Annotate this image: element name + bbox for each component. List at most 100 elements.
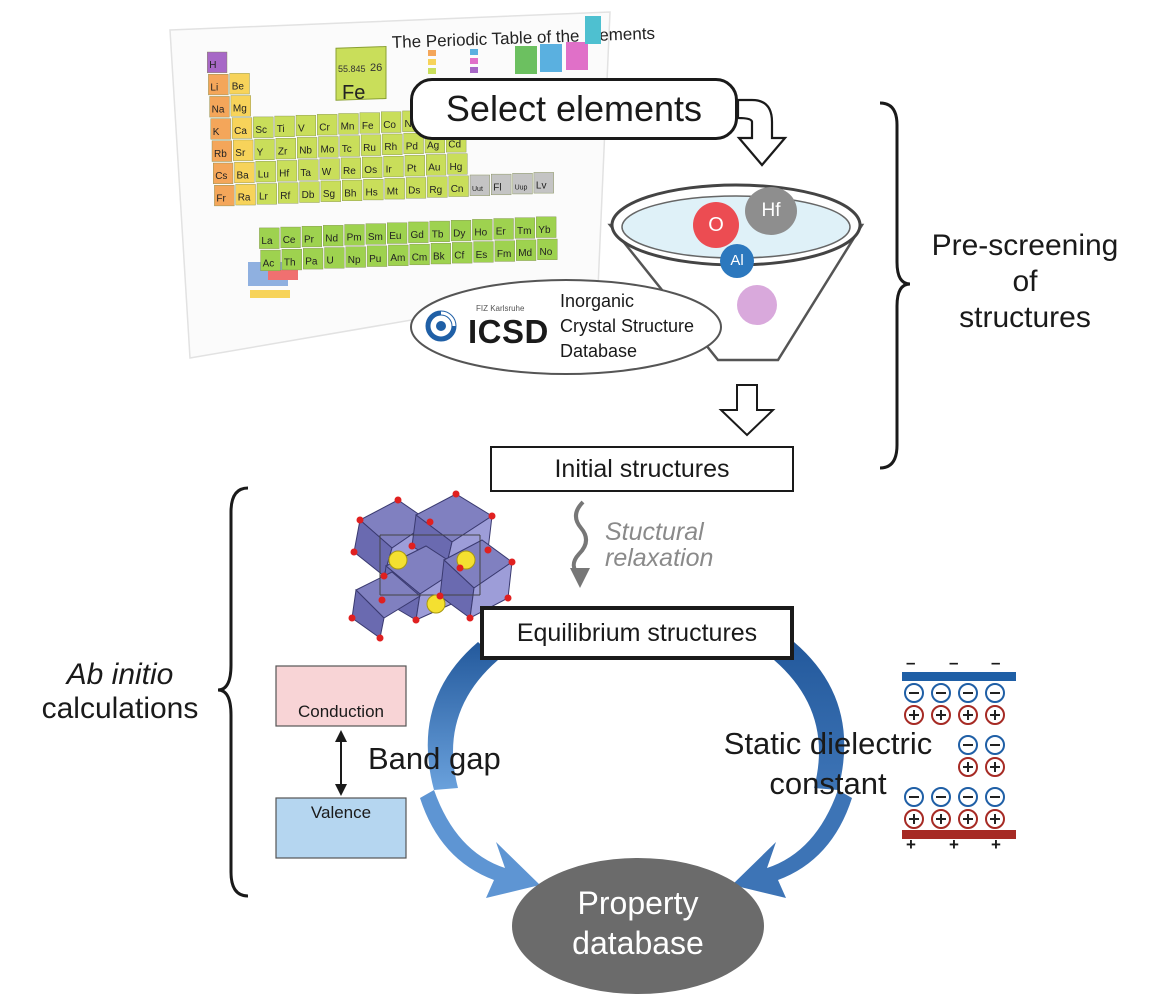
element-symbol: Re bbox=[343, 166, 356, 177]
equilibrium-structures-box: Equilibrium structures bbox=[480, 606, 794, 660]
element-cell-au: Au bbox=[426, 154, 447, 176]
icsd-line3: Database bbox=[560, 341, 638, 361]
dipole-grid bbox=[904, 683, 1005, 829]
element-cell-sg: Sg bbox=[320, 180, 341, 202]
element-symbol: Pa bbox=[305, 257, 318, 268]
valence-band-box bbox=[275, 797, 407, 859]
element-cell-dy: Dy bbox=[450, 220, 472, 242]
icsd-line2: Crystal Structure bbox=[560, 316, 695, 336]
element-cell-fr: Fr bbox=[214, 184, 235, 207]
element-cell-ca: Ca bbox=[231, 117, 253, 139]
plate-negative-sign: – bbox=[991, 653, 1001, 672]
element-symbol: Db bbox=[302, 190, 315, 201]
crystal-structure-illustration bbox=[348, 490, 516, 642]
element-symbol: Hg bbox=[450, 162, 463, 173]
cycle-arrow-to-database-right bbox=[732, 790, 852, 898]
element-symbol: Mo bbox=[321, 145, 335, 156]
element-cell-cm: Cm bbox=[409, 243, 430, 266]
relaxation-arrowhead bbox=[570, 568, 590, 588]
element-symbol: Ru bbox=[363, 143, 376, 154]
ab-initio-brace bbox=[217, 486, 249, 898]
atom-hafnium: Hf bbox=[745, 187, 797, 235]
atom-aluminium: Al bbox=[720, 244, 754, 278]
element-cell-co: Co bbox=[381, 111, 402, 133]
element-symbol: Pm bbox=[347, 233, 362, 244]
element-cell-ce: Ce bbox=[280, 226, 301, 248]
element-cell-pa: Pa bbox=[303, 248, 324, 270]
ab-initio-line1: Ab initio bbox=[66, 658, 174, 691]
conduction-band-box bbox=[275, 665, 407, 727]
element-symbol: W bbox=[322, 167, 332, 178]
element-cell-lu: Lu bbox=[255, 161, 276, 183]
element-cell-fe: Fe bbox=[359, 112, 380, 134]
plate-positive-sign: + bbox=[991, 835, 1001, 854]
element-cell-na: Na bbox=[209, 96, 230, 118]
element-symbol: Tb bbox=[432, 229, 444, 240]
element-symbol: Hs bbox=[366, 187, 378, 198]
element-symbol: Cm bbox=[412, 252, 428, 263]
element-symbol: Uut bbox=[472, 186, 483, 193]
element-cell-ru: Ru bbox=[360, 134, 382, 156]
icsd-org: FIZ Karlsruhe bbox=[476, 304, 525, 313]
element-cell-cr: Cr bbox=[317, 114, 338, 136]
plate-positive-sign: + bbox=[949, 835, 959, 854]
element-symbol: Ce bbox=[283, 235, 296, 246]
element-cell-u: U bbox=[324, 247, 345, 269]
element-cell-fm: Fm bbox=[494, 240, 515, 262]
element-symbol: K bbox=[213, 127, 220, 138]
element-cell-md: Md bbox=[516, 239, 537, 261]
element-symbol: Pt bbox=[407, 164, 417, 175]
element-symbol: Yb bbox=[538, 225, 551, 236]
select-elements-label: Select elements bbox=[445, 88, 703, 129]
element-cell-gd: Gd bbox=[408, 221, 429, 243]
element-symbol: Co bbox=[383, 120, 396, 131]
ab-initio-label: Ab initio calculations bbox=[20, 658, 220, 726]
element-symbol: Eu bbox=[389, 231, 401, 242]
element-cell-ta: Ta bbox=[298, 159, 319, 181]
initial-structures-box: Initial structures bbox=[490, 446, 794, 492]
element-symbol: Pu bbox=[369, 254, 381, 265]
atom-unlabeled bbox=[737, 285, 777, 325]
element-symbol: Pr bbox=[304, 234, 315, 245]
atom-oxygen: O bbox=[693, 202, 739, 248]
funnel-to-initial-arrow bbox=[718, 384, 776, 437]
element-symbol: Nb bbox=[299, 146, 312, 157]
element-symbol: Pd bbox=[406, 141, 418, 152]
element-symbol: Y bbox=[257, 147, 264, 158]
property-database-node bbox=[512, 858, 764, 994]
element-symbol: Na bbox=[212, 105, 225, 116]
element-cell-ra: Ra bbox=[235, 184, 256, 206]
element-symbol: Lu bbox=[258, 169, 269, 180]
element-cell-tm: Tm bbox=[514, 217, 535, 239]
element-symbol: Ba bbox=[237, 170, 250, 181]
element-symbol: Dy bbox=[453, 228, 465, 239]
element-cell-mg: Mg bbox=[230, 95, 251, 117]
key-element-mass: 55.845 bbox=[338, 64, 366, 74]
element-symbol: Li bbox=[210, 82, 218, 93]
element-cell-mt: Mt bbox=[384, 178, 405, 200]
cycle-arc-top-right bbox=[774, 642, 845, 790]
element-symbol: Cd bbox=[448, 140, 461, 151]
capacitor-top-plate bbox=[902, 672, 1016, 681]
element-cell-mn: Mn bbox=[338, 113, 359, 135]
element-symbol: U bbox=[327, 256, 334, 267]
element-cell-zr: Zr bbox=[275, 138, 296, 160]
element-symbol: Ag bbox=[427, 140, 439, 151]
icsd-logo: ICSD bbox=[468, 313, 549, 350]
element-symbol: Hf bbox=[279, 169, 289, 180]
band-gap-arrowhead-up bbox=[335, 730, 347, 742]
element-cell-sc: Sc bbox=[253, 116, 274, 138]
icsd-swirl-icon bbox=[425, 310, 457, 342]
element-cell-eu: Eu bbox=[387, 222, 408, 244]
element-cell-uut: Uut bbox=[469, 174, 490, 196]
element-cell-cs: Cs bbox=[212, 162, 234, 184]
element-symbol: Fl bbox=[493, 182, 501, 193]
element-cell-sm: Sm bbox=[365, 223, 386, 245]
element-cell-fl: Fl bbox=[491, 173, 512, 196]
element-symbol: Fm bbox=[497, 249, 511, 260]
element-cell-ba: Ba bbox=[234, 161, 255, 184]
relaxation-line2: relaxation bbox=[605, 544, 714, 572]
property-database-line1: Property bbox=[577, 885, 699, 921]
capacitor-bottom-plate bbox=[902, 830, 1016, 839]
property-database-label: Property database bbox=[512, 883, 764, 963]
